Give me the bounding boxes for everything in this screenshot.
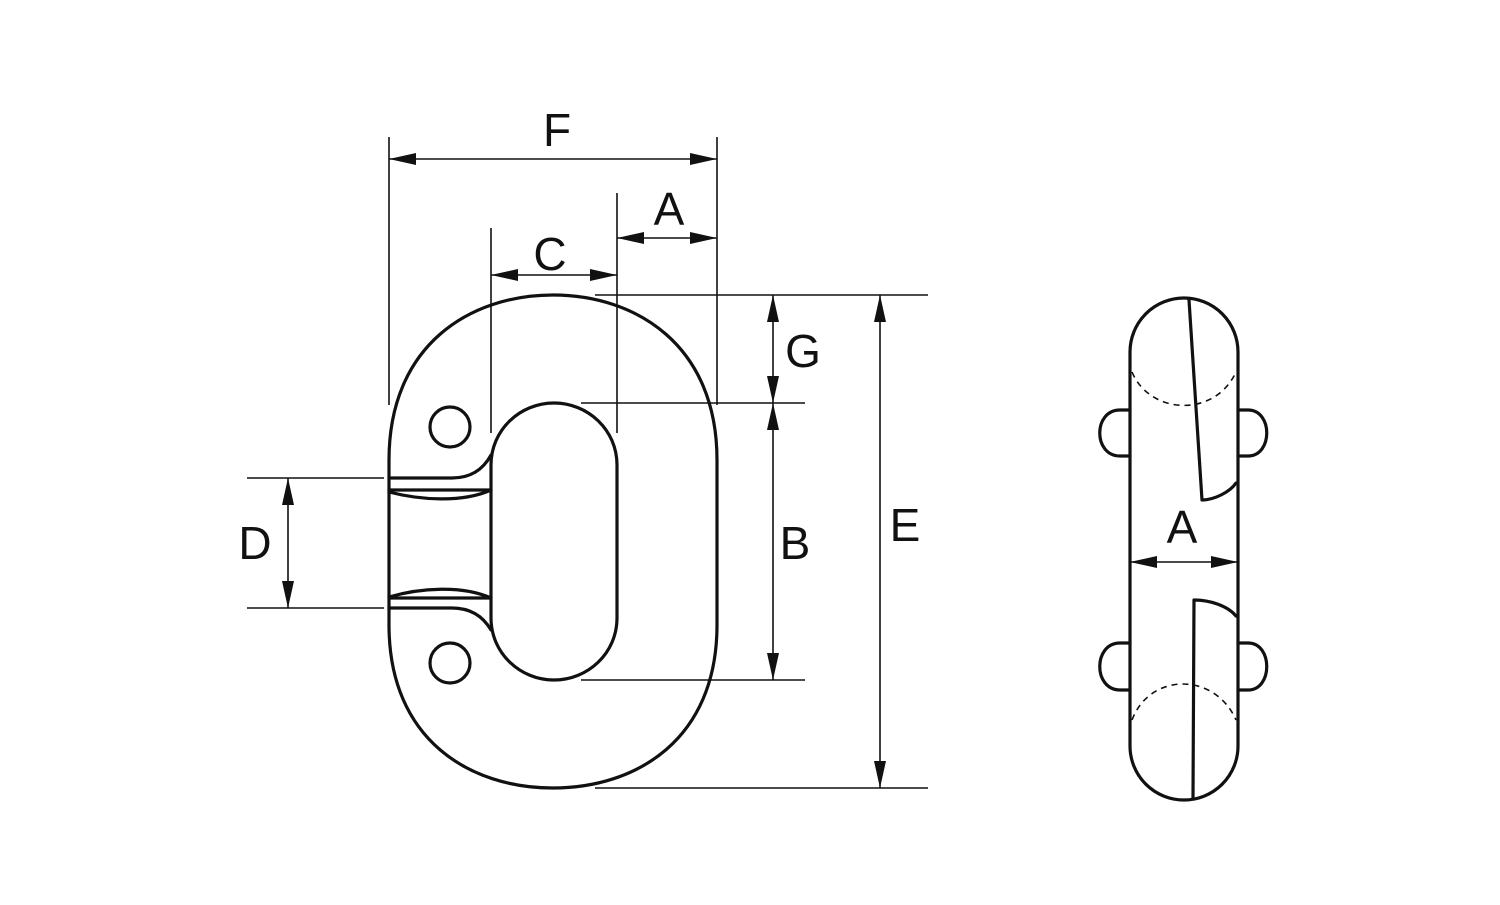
label-f: F <box>543 104 571 156</box>
dimension-b <box>767 403 779 680</box>
inner-slot <box>489 401 619 682</box>
dimension-g <box>767 295 779 403</box>
dimension-d <box>282 478 294 608</box>
dimension-e <box>874 295 886 788</box>
label-e: E <box>890 499 921 551</box>
joint-upper-edge <box>387 453 493 480</box>
dimension-lines <box>247 137 928 789</box>
split-line-lower <box>1191 598 1238 800</box>
lug-lower-left <box>1098 641 1132 692</box>
dimension-f <box>389 153 717 165</box>
label-d: D <box>238 517 271 569</box>
lug-lower-right <box>1236 641 1269 692</box>
hidden-pin-bottom <box>1131 683 1237 721</box>
hidden-pin-top <box>1131 371 1237 407</box>
label-c: C <box>533 228 566 280</box>
rivet-hole-top <box>428 405 472 449</box>
side-body-outline <box>1128 296 1240 802</box>
label-b: B <box>780 517 811 569</box>
rivet-hole-bottom <box>428 641 472 685</box>
dimension-a-top <box>617 232 717 244</box>
lug-upper-left <box>1098 408 1132 458</box>
dimension-c <box>491 269 617 281</box>
outer-body-outline <box>387 293 719 790</box>
side-view <box>1098 296 1269 802</box>
lug-upper-right <box>1236 408 1269 458</box>
label-g: G <box>785 325 821 377</box>
joint-lower-curve <box>387 587 493 600</box>
dimension-a-side <box>1130 556 1238 568</box>
joint-upper-curve <box>387 488 493 501</box>
front-view <box>387 293 719 790</box>
label-a-top: A <box>654 183 685 235</box>
split-line-upper <box>1187 298 1238 502</box>
label-a-side: A <box>1167 501 1198 553</box>
joint-lower-edge <box>387 606 493 632</box>
